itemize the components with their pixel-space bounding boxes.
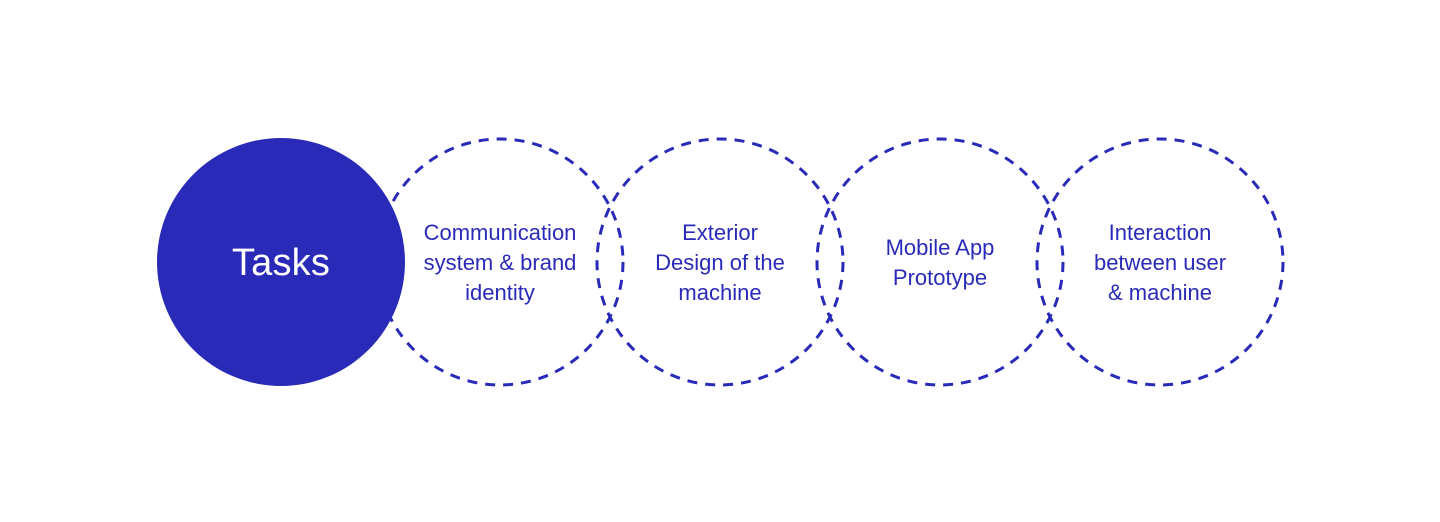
task-circle-4 — [1035, 137, 1285, 387]
task-label-4: Interaction between user & machine — [1093, 220, 1227, 305]
task-circle-2 — [595, 137, 845, 387]
main-label: Tasks — [231, 241, 331, 284]
task-circle-3 — [815, 137, 1065, 387]
task-label-3: Mobile App Prototype — [885, 235, 995, 290]
task-label-2: Exterior Design of the machine — [655, 220, 785, 305]
main-circle — [157, 138, 405, 386]
task-label-1: Communication system & brand identity — [423, 220, 577, 305]
